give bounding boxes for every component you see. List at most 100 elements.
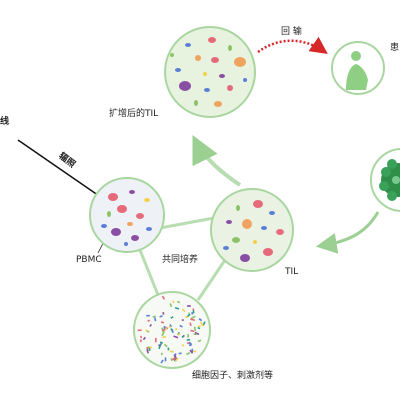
cell: [232, 237, 240, 243]
cytokine-particle: [186, 313, 191, 318]
cytokine-particle: [159, 341, 164, 344]
cytokine-particle: [197, 326, 201, 330]
cytokine-particle: [152, 315, 156, 318]
cytokine-particle: [181, 335, 185, 338]
cytokine-particle: [174, 307, 180, 310]
cell: [101, 224, 107, 228]
cell: [223, 246, 229, 250]
cytokine-particle: [199, 321, 204, 327]
cytokine-particle: [190, 329, 195, 333]
cell: [131, 235, 139, 241]
cytokine-particle: [160, 321, 164, 324]
cell: [228, 45, 232, 51]
cytokine-particle: [162, 311, 165, 315]
cytokine-particle: [187, 333, 190, 338]
til-circle: [210, 188, 294, 272]
edge-label: 线: [0, 117, 10, 127]
connector-til-cytokines: [196, 259, 227, 301]
cell: [276, 229, 284, 235]
cytokine-particle: [189, 322, 192, 327]
cell: [243, 78, 247, 82]
cytokine-particle: [187, 305, 191, 307]
cell: [214, 101, 222, 107]
cell: [144, 198, 150, 202]
patient-group: [331, 41, 385, 95]
cell: [269, 211, 275, 215]
cytokine-particle: [179, 324, 183, 328]
cytokine-particle: [175, 327, 178, 331]
pbmc-label: PBMC: [76, 255, 102, 265]
cytokine-particle: [159, 315, 163, 318]
cytokine-particle: [169, 324, 173, 328]
cytokine-particle: [185, 352, 191, 356]
til-label: TIL: [285, 267, 299, 277]
cytokine-particle: [198, 318, 203, 322]
tumor-cluster-icon: [379, 159, 400, 201]
cell: [263, 248, 273, 256]
connector-pbmc-cytokines: [138, 249, 160, 296]
arrow-pbmc-to-expanded: [192, 134, 242, 187]
expanded-til-label: 扩增后的TIL: [109, 109, 159, 119]
cell: [208, 37, 216, 43]
cytokine-particle: [148, 348, 151, 351]
cytokine-particle: [189, 349, 194, 354]
cytokine-particle: [188, 341, 192, 347]
cytokine-particle: [163, 325, 166, 330]
cytokine-particle: [181, 308, 186, 313]
cytokine-particle: [197, 339, 202, 343]
cytokine-particle: [197, 325, 201, 328]
cytokine-particle: [146, 314, 150, 317]
cytokine-particle: [162, 336, 167, 338]
cell: [175, 68, 181, 72]
cell: [179, 81, 191, 91]
co-culture-label: 共同培养: [162, 255, 199, 265]
cytokine-particle: [192, 310, 195, 314]
cell: [204, 88, 210, 92]
cell: [195, 55, 201, 61]
cytokine-particle: [181, 344, 185, 347]
cytokine-particle: [181, 319, 184, 321]
cytokine-particle: [185, 315, 189, 318]
arrow-tumor-to-til: [315, 211, 380, 254]
cytokine-particle: [171, 357, 176, 361]
cell: [185, 43, 191, 47]
cytokine-particle: [154, 337, 157, 343]
cell: [261, 226, 267, 230]
cytokine-particle: [176, 300, 181, 304]
cell: [146, 227, 152, 231]
cytokine-particle: [139, 339, 142, 343]
cytokine-particle: [169, 350, 174, 353]
cytokine-particle: [190, 315, 196, 320]
cytokine-particle: [137, 329, 142, 332]
cytokine-particle: [170, 328, 174, 332]
cytokine-particle: [160, 352, 164, 356]
cytokine-particle: [191, 312, 194, 315]
cytokine-particle: [190, 318, 196, 322]
cytokine-particle: [146, 349, 149, 354]
arrow-reinfusion: [257, 36, 328, 55]
arrow-irradiation: [17, 139, 107, 202]
connector-lines: [138, 216, 227, 301]
cytokine-particle: [177, 333, 181, 336]
cytokine-particle: [160, 359, 164, 364]
cytokine-particle: [154, 317, 157, 322]
cytokines-label: 细胞因子、刺激剂等: [192, 371, 274, 381]
cell: [129, 190, 135, 194]
cytokine-particle: [173, 354, 178, 360]
cytokine-particles: [137, 295, 206, 364]
cell: [203, 72, 207, 76]
person-silhouette-icon: [346, 51, 368, 90]
cytokine-particle: [164, 357, 167, 362]
patient-label: 患: [390, 43, 400, 53]
cell: [117, 205, 127, 213]
cell: [136, 213, 144, 219]
cell: [211, 57, 219, 63]
cytokine-particle: [145, 329, 148, 332]
expanded-til-circle: [164, 26, 256, 118]
cytokine-particle: [158, 343, 162, 350]
cytokine-particle: [168, 325, 171, 329]
cell: [242, 219, 252, 229]
cytokine-particle: [186, 338, 191, 341]
cytokine-particle: [170, 316, 174, 319]
